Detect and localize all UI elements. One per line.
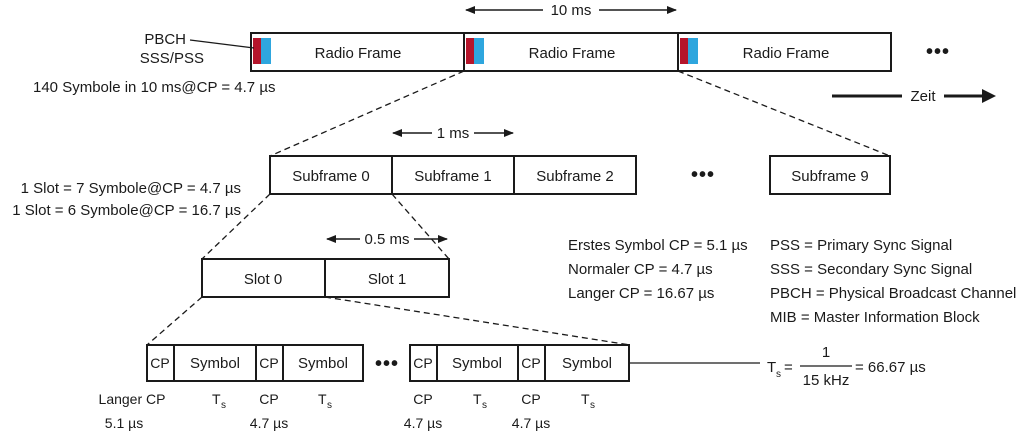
- cp-cell-label: CP: [150, 355, 169, 371]
- legend-item: SSS = Secondary Sync Signal: [770, 261, 972, 278]
- cp-value: 4.7 µs: [404, 415, 442, 431]
- pbch-pointer-line: [189, 39, 255, 49]
- sync-marker: [688, 38, 698, 64]
- cp-info-line: Normaler CP = 4.7 µs: [568, 261, 713, 278]
- formula-lhs: T: [767, 359, 776, 376]
- zoom-line: [677, 70, 891, 157]
- duration-label-bg: [543, 1, 599, 19]
- symbol-cell-label: Symbol: [562, 355, 612, 372]
- duration-label-bg: [432, 124, 474, 142]
- radio-frame-label: Radio Frame: [743, 45, 830, 62]
- cp-caption: CP: [521, 391, 540, 407]
- radio-frame-strip: [250, 32, 892, 72]
- slot-label: Slot 1: [368, 271, 406, 288]
- cp-value: 4.7 µs: [250, 415, 288, 431]
- radio-frame-label: Radio Frame: [529, 45, 616, 62]
- subframe-continuation: •••: [691, 164, 715, 186]
- symbol-row: CP Symbol CP Symbol ••• CP Symbol CP Sym…: [99, 344, 760, 431]
- time-label: Zeit: [910, 88, 936, 105]
- legend-item: MIB = Master Information Block: [770, 309, 980, 326]
- ts-caption: T s: [318, 391, 332, 411]
- cp-cell-label: CP: [413, 355, 432, 371]
- duration-label-0-5ms: 0.5 ms: [364, 231, 409, 248]
- formula-lhs-sub: s: [776, 369, 781, 380]
- cp-cell-label: CP: [259, 355, 278, 371]
- ts-caption-sub: s: [590, 400, 595, 411]
- subframe-label: Subframe 9: [791, 168, 869, 185]
- ts-caption: T s: [473, 391, 487, 411]
- symbols-per-frame-note: 140 Symbole in 10 ms@CP = 4.7 µs: [33, 79, 275, 96]
- symbol-strip: [409, 344, 630, 382]
- symbol-cell-label: Symbol: [298, 355, 348, 372]
- ts-caption-main: T: [473, 391, 482, 407]
- subframe-strip: [269, 155, 637, 195]
- sync-marker: [261, 38, 271, 64]
- radio-frame-continuation: •••: [926, 41, 950, 63]
- cp-info-line: Erstes Symbol CP = 5.1 µs: [568, 237, 748, 254]
- subframe-label: Subframe 0: [292, 168, 370, 185]
- legend-item: PSS = Primary Sync Signal: [770, 237, 952, 254]
- ts-caption: T s: [581, 391, 595, 411]
- ts-caption-main: T: [581, 391, 590, 407]
- sync-marker: [474, 38, 484, 64]
- symbol-cell-label: Symbol: [190, 355, 240, 372]
- ts-caption-sub: s: [327, 400, 332, 411]
- slot-row: Slot 0 Slot 1 0.5 ms: [201, 230, 450, 298]
- duration-label-bg: [360, 230, 414, 248]
- ts-caption: T s: [212, 391, 226, 411]
- ts-caption-main: T: [318, 391, 327, 407]
- zoom-line: [391, 193, 450, 260]
- duration-label-1ms: 1 ms: [437, 125, 470, 142]
- zoom-line: [324, 296, 631, 346]
- formula-numerator: 1: [822, 344, 830, 361]
- time-arrow-head: [982, 89, 996, 103]
- subframe-label: Subframe 1: [414, 168, 492, 185]
- ts-caption-sub: s: [221, 400, 226, 411]
- ts-caption-sub: s: [482, 400, 487, 411]
- formula-eq: =: [784, 359, 793, 376]
- duration-label-10ms: 10 ms: [551, 2, 592, 19]
- long-cp-caption: Langer CP: [99, 391, 166, 407]
- subframe-9-box: [769, 155, 891, 195]
- zoom-line: [146, 296, 203, 346]
- pbch-marker: [680, 38, 688, 64]
- sync-label: SSS/PSS: [140, 50, 204, 67]
- cp-info-block: Erstes Symbol CP = 5.1 µs Normaler CP = …: [568, 237, 748, 302]
- zoom-line: [201, 193, 271, 260]
- cp-value: 4.7 µs: [512, 415, 550, 431]
- ts-formula: T s = 1 15 kHz = 66.67 µs: [767, 344, 926, 389]
- pbch-label: PBCH: [144, 31, 186, 48]
- slot-note-normal-cp: 1 Slot = 7 Symbole@CP = 4.7 µs: [21, 180, 241, 197]
- abbreviation-legend: PSS = Primary Sync Signal SSS = Secondar…: [770, 237, 1016, 326]
- slot-label: Slot 0: [244, 271, 282, 288]
- subframe-label: Subframe 2: [536, 168, 614, 185]
- long-cp-value: 5.1 µs: [105, 415, 143, 431]
- symbol-continuation: •••: [375, 353, 399, 375]
- cp-caption: CP: [413, 391, 432, 407]
- cp-cell-label: CP: [521, 355, 540, 371]
- subframe-row: Subframe 0 Subframe 1 Subframe 2 Subfram…: [12, 124, 891, 219]
- formula-result: = 66.67 µs: [855, 359, 926, 376]
- slot-note-extended-cp: 1 Slot = 6 Symbole@CP = 16.7 µs: [12, 202, 241, 219]
- cp-info-line: Langer CP = 16.67 µs: [568, 285, 714, 302]
- cp-caption: CP: [259, 391, 278, 407]
- zoom-line: [269, 70, 465, 157]
- legend-item: PBCH = Physical Broadcast Channel: [770, 285, 1016, 302]
- symbol-cell-label: Symbol: [452, 355, 502, 372]
- radio-frame-label: Radio Frame: [315, 45, 402, 62]
- radio-frame-row: Radio Frame Radio Frame Radio Frame ••• …: [33, 1, 996, 105]
- pbch-marker: [466, 38, 474, 64]
- formula-denominator: 15 kHz: [803, 372, 850, 389]
- ts-caption-main: T: [212, 391, 221, 407]
- pbch-marker: [253, 38, 261, 64]
